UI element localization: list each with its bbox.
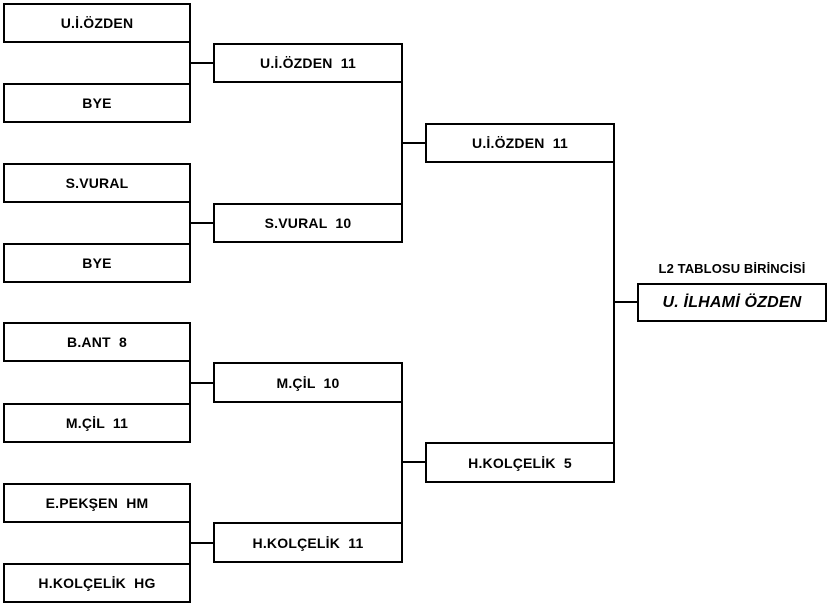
player-label: H.KOLÇELİK 5 [468, 454, 572, 471]
player-label: U.İ.ÖZDEN 11 [260, 55, 356, 71]
connector-r1-pair4-vertical [189, 503, 191, 583]
player-label: S.VURAL 10 [264, 215, 352, 231]
round1-slot-1: U.İ.ÖZDEN [3, 3, 191, 43]
player-label: S.VURAL [65, 175, 129, 191]
connector-r2-pair1-vertical [401, 63, 403, 223]
round2-slot-3: M.ÇİL 10 [213, 362, 403, 403]
connector-r1-pair4-stub [191, 542, 213, 544]
connector-r1-pair3-vertical [189, 342, 191, 423]
round2-slot-4: H.KOLÇELİK 11 [213, 522, 403, 563]
connector-r2-pair2-vertical [401, 382, 403, 542]
semifinal-slot-2: H.KOLÇELİK 5 [425, 442, 615, 483]
round1-slot-5: B.ANT 8 [3, 322, 191, 362]
semifinal-slot-1: U.İ.ÖZDEN 11 [425, 123, 615, 163]
connector-final-stub [615, 301, 637, 303]
player-label: M.ÇİL 10 [276, 374, 340, 391]
player-label: H.KOLÇELİK HG [38, 575, 156, 591]
champion-title: L2 TABLOSU BİRİNCİSİ [658, 261, 806, 276]
connector-r1-pair1-stub [191, 62, 213, 64]
player-label: E.PEKŞEN HM [45, 495, 149, 511]
round1-slot-8: H.KOLÇELİK HG [3, 563, 191, 603]
round1-slot-3: S.VURAL [3, 163, 191, 203]
player-label: U.İ.ÖZDEN [60, 15, 134, 31]
player-label: H.KOLÇELİK 11 [252, 534, 364, 551]
connector-r1-pair1-vertical [189, 23, 191, 103]
connector-r1-pair3-stub [191, 382, 213, 384]
connector-r1-pair2-stub [191, 222, 213, 224]
connector-final-vertical [613, 142, 615, 462]
player-label: B.ANT 8 [67, 334, 127, 350]
round1-slot-2: BYE [3, 83, 191, 123]
champion-box: U. İLHAMİ ÖZDEN [637, 283, 827, 322]
connector-r2-pair2-stub [403, 461, 425, 463]
player-label: BYE [82, 255, 112, 271]
player-label: BYE [82, 95, 112, 111]
connector-r2-pair1-stub [403, 142, 425, 144]
player-label: U.İ.ÖZDEN 11 [472, 135, 568, 151]
round1-slot-6: M.ÇİL 11 [3, 403, 191, 443]
round1-slot-4: BYE [3, 243, 191, 283]
player-label: M.ÇİL 11 [65, 415, 129, 431]
round2-slot-1: U.İ.ÖZDEN 11 [213, 43, 403, 83]
connector-r1-pair2-vertical [189, 183, 191, 263]
champion-name: U. İLHAMİ ÖZDEN [662, 293, 802, 311]
round1-slot-7: E.PEKŞEN HM [3, 483, 191, 523]
round2-slot-2: S.VURAL 10 [213, 203, 403, 243]
